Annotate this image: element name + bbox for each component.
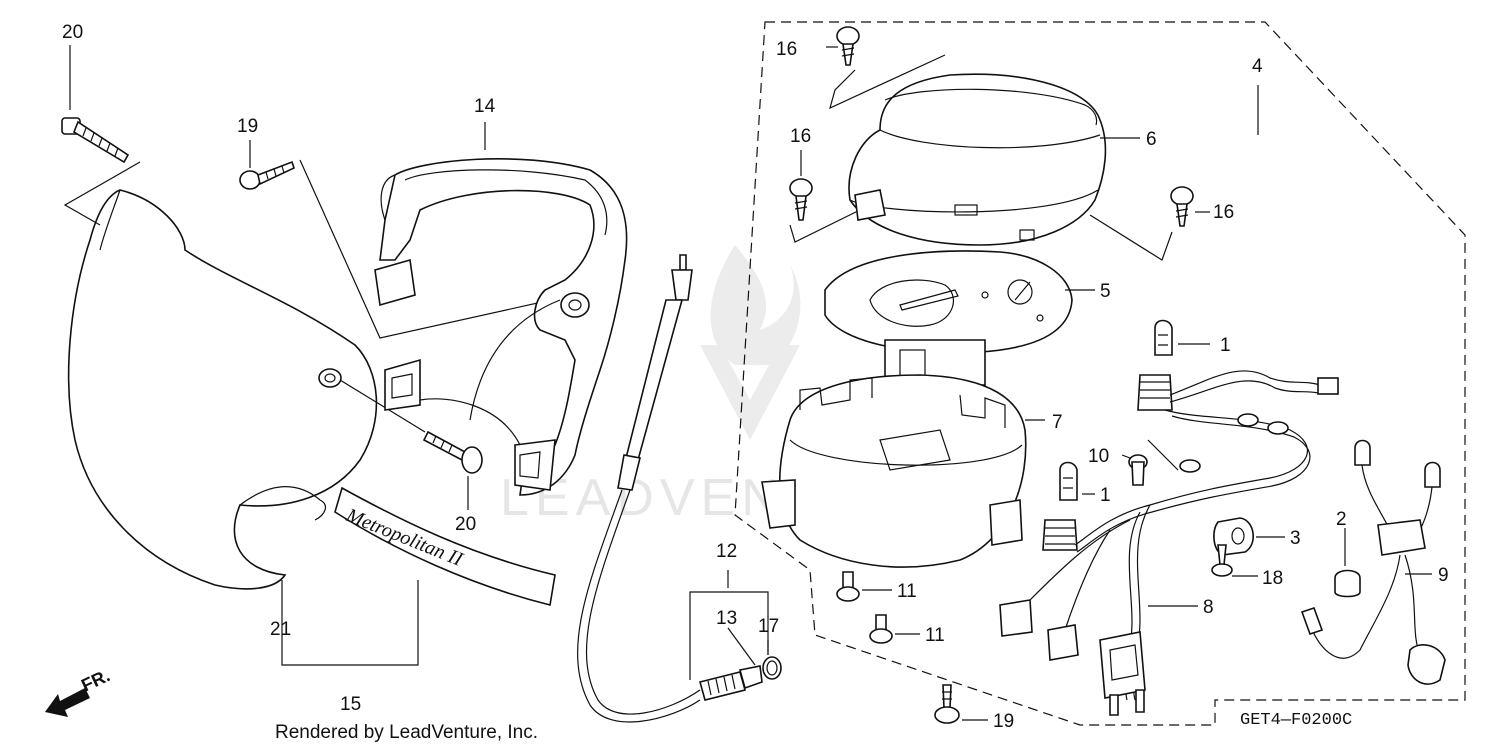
emblem-text: Metropolitan II bbox=[342, 504, 467, 571]
diagram-code: GET4—F0200C bbox=[1240, 711, 1352, 730]
callout-8: 8 bbox=[1203, 597, 1214, 618]
screw-20-lower bbox=[422, 430, 483, 474]
callout-12: 12 bbox=[716, 541, 737, 562]
callout-20-lower: 20 bbox=[455, 514, 476, 535]
dial-plate-part bbox=[824, 250, 1073, 354]
callout-5: 5 bbox=[1100, 281, 1111, 302]
callout-4: 4 bbox=[1252, 56, 1263, 77]
screw-10 bbox=[1128, 454, 1148, 486]
screw-18 bbox=[1211, 544, 1233, 577]
meter-case-part bbox=[848, 73, 1107, 246]
callout-6: 6 bbox=[1146, 129, 1157, 150]
front-cover-part bbox=[67, 189, 378, 590]
o-ring-17 bbox=[762, 656, 782, 680]
callout-19-lower: 19 bbox=[993, 711, 1014, 732]
screw-16-top bbox=[836, 26, 860, 66]
callout-3: 3 bbox=[1290, 528, 1301, 549]
callout-7: 7 bbox=[1052, 412, 1063, 433]
callout-16-right: 16 bbox=[1213, 202, 1234, 223]
callout-21: 21 bbox=[270, 619, 291, 640]
front-direction-arrow-icon: FR. bbox=[45, 665, 113, 717]
socket-lower bbox=[1042, 519, 1078, 551]
callout-17: 17 bbox=[758, 616, 779, 637]
callout-11-upper: 11 bbox=[897, 581, 917, 602]
callout-10: 10 bbox=[1088, 446, 1109, 467]
callout-13: 13 bbox=[716, 608, 737, 629]
callout-19-upper: 19 bbox=[237, 116, 258, 137]
callout-16-top: 16 bbox=[776, 39, 797, 60]
wire-harness-part bbox=[999, 370, 1339, 716]
callout-1-upper: 1 bbox=[1220, 335, 1231, 356]
headlight-case-part bbox=[374, 158, 628, 496]
screw-16-right bbox=[1170, 186, 1194, 227]
callout-labels: 20 19 14 20 21 15 12 13 17 16 16 16 4 6 … bbox=[62, 22, 1449, 732]
meter-housing-part bbox=[761, 374, 1027, 568]
callout-16-left: 16 bbox=[790, 126, 811, 147]
callout-2: 2 bbox=[1336, 509, 1347, 530]
callout-11-lower: 11 bbox=[925, 625, 945, 646]
callout-1-lower: 1 bbox=[1100, 485, 1111, 506]
screw-20-top bbox=[61, 117, 130, 164]
bulb-1-upper bbox=[1154, 319, 1173, 356]
screw-16-left bbox=[789, 178, 813, 221]
callout-14: 14 bbox=[474, 96, 496, 117]
screw-11-upper bbox=[836, 571, 860, 602]
socket-upper bbox=[1137, 374, 1173, 411]
credit-text: Rendered by LeadVenture, Inc. bbox=[275, 722, 538, 743]
callout-15: 15 bbox=[340, 694, 361, 715]
callout-18: 18 bbox=[1262, 568, 1283, 589]
speedometer-cable-part bbox=[577, 254, 763, 723]
indicator-harness-part bbox=[1300, 439, 1446, 685]
callout-9: 9 bbox=[1438, 565, 1449, 586]
screw-19-upper bbox=[239, 160, 295, 190]
callout-20-top: 20 bbox=[62, 22, 83, 43]
bulb-1-lower bbox=[1059, 461, 1078, 501]
cap-2 bbox=[1334, 569, 1361, 598]
screw-11-lower bbox=[869, 614, 893, 644]
screw-19-lower bbox=[934, 684, 960, 724]
